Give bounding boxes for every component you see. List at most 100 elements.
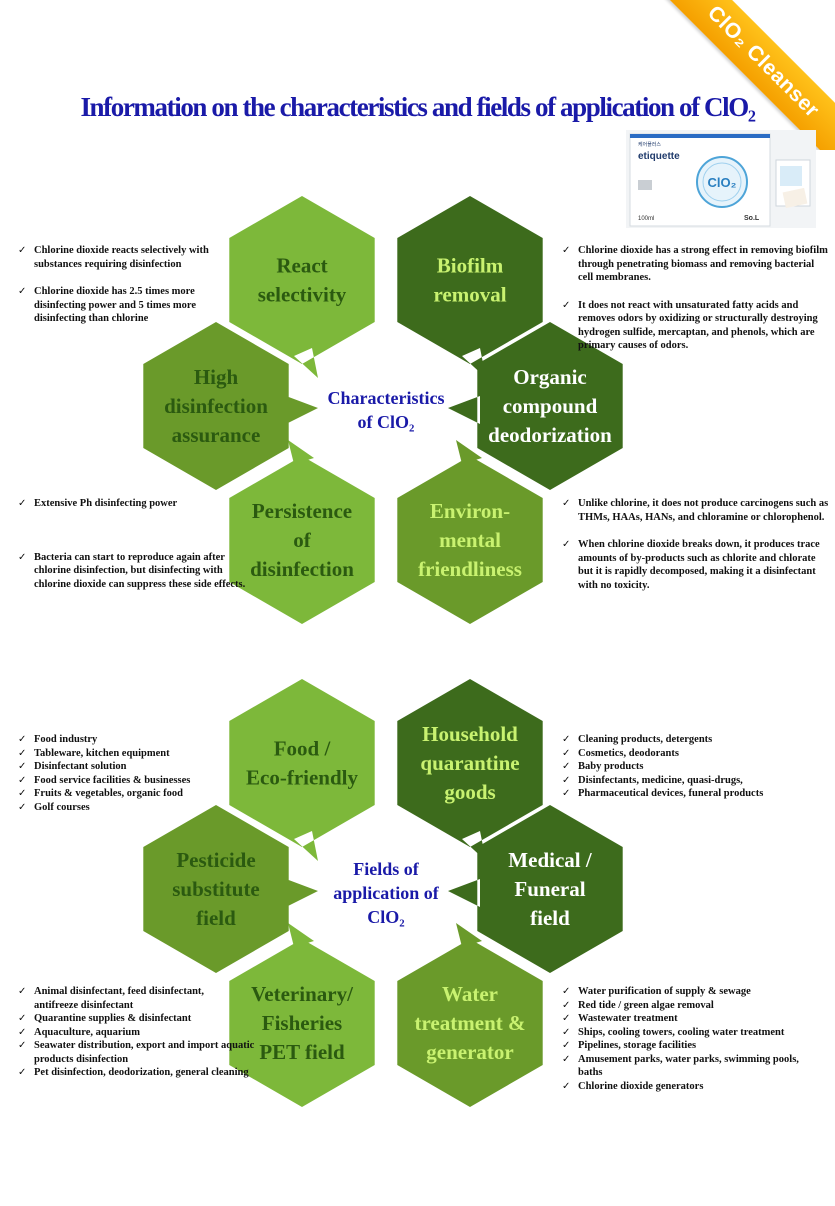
- char-hex-label: of: [293, 528, 312, 552]
- note-item: Water purification of supply & sewage: [562, 985, 802, 999]
- note-item: When chlorine dioxide breaks down, it pr…: [562, 538, 830, 592]
- app-hex-label: field: [196, 906, 236, 930]
- app-notes-top-left: Food industry Tableware, kitchen equipme…: [18, 733, 248, 814]
- char-hex-shape: [229, 196, 375, 378]
- note-item: Unlike chlorine, it does not produce car…: [562, 497, 830, 524]
- app-hex-label: quarantine: [420, 751, 519, 775]
- char-center-label: of ClO₂: [358, 412, 415, 432]
- app-hex-shape: [229, 679, 375, 861]
- app-hex-label: treatment &: [415, 1011, 526, 1035]
- note-item: Red tide / green algae removal: [562, 999, 802, 1013]
- app-hex-label: goods: [444, 780, 495, 804]
- note-item: Chlorine dioxide generators: [562, 1080, 802, 1094]
- char-hex-label: friendliness: [418, 557, 522, 581]
- app-hex-label: Veterinary/: [251, 982, 354, 1006]
- note-item: It does not react with unsaturated fatty…: [562, 299, 830, 353]
- char-notes-top-right: Chlorine dioxide has a strong effect in …: [562, 244, 830, 353]
- app-hex-shape: [397, 923, 543, 1107]
- app-hex-shape: [397, 679, 543, 861]
- char-center-label: Characteristics: [328, 388, 445, 408]
- note-item: Seawater distribution, export and import…: [18, 1039, 274, 1066]
- note-item: Chlorine dioxide has a strong effect in …: [562, 244, 830, 285]
- char-notes-bottom-left: Extensive Ph disinfecting power Bacteria…: [18, 497, 248, 591]
- char-hex-label: disinfection: [250, 557, 354, 581]
- app-center-label: ClO₂: [367, 907, 404, 927]
- char-hex-label: Persistence: [252, 499, 352, 523]
- char-notes-bottom-right: Unlike chlorine, it does not produce car…: [562, 497, 830, 592]
- char-hex-label: compound: [503, 394, 598, 418]
- char-hex-shape: [448, 322, 623, 490]
- char-hex-label: removal: [433, 283, 506, 307]
- note-item: Cleaning products, detergents: [562, 733, 830, 747]
- app-hex-label: Funeral: [514, 877, 585, 901]
- product-label: ClO₂: [708, 175, 737, 190]
- note-item: Pet disinfection, deodorization, general…: [18, 1066, 324, 1080]
- app-hex-label: Water: [442, 982, 498, 1006]
- char-hex-label: Environ-: [430, 499, 510, 523]
- char-hex-label: High: [194, 365, 239, 389]
- app-hex-label: Pesticide: [176, 848, 255, 872]
- app-hex-1: Food / Eco-friendly: [229, 679, 375, 861]
- product-volume: 100ml: [638, 216, 654, 222]
- char-hex-4: Environ-mental friendliness: [397, 440, 543, 624]
- char-hex-label: assurance: [172, 423, 261, 447]
- app-hex-shape: [143, 805, 318, 973]
- char-hex-shape: [143, 322, 318, 490]
- note-item: Disinfectants, medicine, quasi-drugs,: [562, 774, 830, 788]
- char-hex-6: High disinfection assurance: [143, 322, 318, 490]
- char-hex-5: Persistence of disinfection: [229, 440, 375, 624]
- char-hex-shape: [229, 440, 375, 624]
- app-hex-3: Medical / Funeral field: [448, 805, 623, 973]
- char-notes-top-left: Chlorine dioxide reacts selectively with…: [18, 244, 240, 326]
- app-hex-6: Pesticide substitute field: [143, 805, 318, 973]
- char-hex-label: disinfection: [164, 394, 268, 418]
- char-hex-label: Organic: [513, 365, 587, 389]
- app-hex-shape: [448, 805, 623, 973]
- note-item: Ships, cooling towers, cooling water tre…: [562, 1026, 802, 1040]
- note-item: Amusement parks, water parks, swimming p…: [562, 1053, 802, 1080]
- app-hex-label: Food /: [274, 737, 332, 761]
- app-hex-label: Eco-friendly: [246, 766, 358, 790]
- app-hex-label: field: [530, 906, 570, 930]
- app-hex-2: Household quarantine goods: [397, 679, 543, 861]
- note-item: Extensive Ph disinfecting power: [18, 497, 248, 511]
- page-title: Information on the characteristics and f…: [80, 92, 756, 122]
- note-item: Tableware, kitchen equipment: [18, 747, 248, 761]
- app-notes-top-right: Cleaning products, detergents Cosmetics,…: [562, 733, 830, 801]
- app-notes-bottom-left: Animal disinfectant, feed disinfectant, …: [18, 985, 254, 1080]
- char-hex-1: React selectivity: [229, 196, 375, 378]
- note-item: Food service facilities & businesses: [18, 774, 248, 788]
- app-hex-label: substitute: [172, 877, 260, 901]
- note-item: Baby products: [562, 760, 830, 774]
- product-image: 케어플러스 etiquette ClO₂ 100ml So.L: [626, 130, 816, 228]
- note-item: Chlorine dioxide has 2.5 times more disi…: [18, 285, 240, 326]
- note-item: Golf courses: [18, 801, 248, 815]
- char-hex-label: selectivity: [258, 283, 347, 307]
- char-hex-label: Biofilm: [437, 254, 504, 278]
- note-item: Quarantine supplies & disinfectant: [18, 1012, 228, 1026]
- note-item: Animal disinfectant, feed disinfectant, …: [18, 985, 228, 1012]
- app-center-label: Fields of: [353, 859, 420, 879]
- app-hex-label: generator: [426, 1040, 513, 1064]
- app-hex-4: Water treatment & generator: [397, 923, 543, 1107]
- note-item: Aquaculture, aquarium: [18, 1026, 228, 1040]
- char-hex-2: Biofilm removal: [397, 196, 543, 378]
- note-item: Fruits & vegetables, organic food: [18, 787, 248, 801]
- note-item: Food industry: [18, 733, 248, 747]
- app-hex-label: Household: [422, 722, 518, 746]
- note-item: Cosmetics, deodorants: [562, 747, 830, 761]
- note-item: Chlorine dioxide reacts selectively with…: [18, 244, 240, 271]
- product-brand: etiquette: [638, 151, 680, 162]
- char-hex-label: mental: [439, 528, 501, 552]
- note-item: Pharmaceutical devices, funeral products: [562, 787, 830, 801]
- char-hex-shape: [397, 440, 543, 624]
- app-hex-label: Fisheries: [262, 1011, 342, 1035]
- char-hex-shape: [397, 196, 543, 378]
- char-hex-label: React: [276, 254, 327, 278]
- app-hex-label: Medical /: [508, 848, 593, 872]
- note-item: Wastewater treatment: [562, 1012, 802, 1026]
- app-notes-bottom-right: Water purification of supply & sewage Re…: [562, 985, 802, 1093]
- note-item: Bacteria can start to reproduce again af…: [18, 551, 248, 592]
